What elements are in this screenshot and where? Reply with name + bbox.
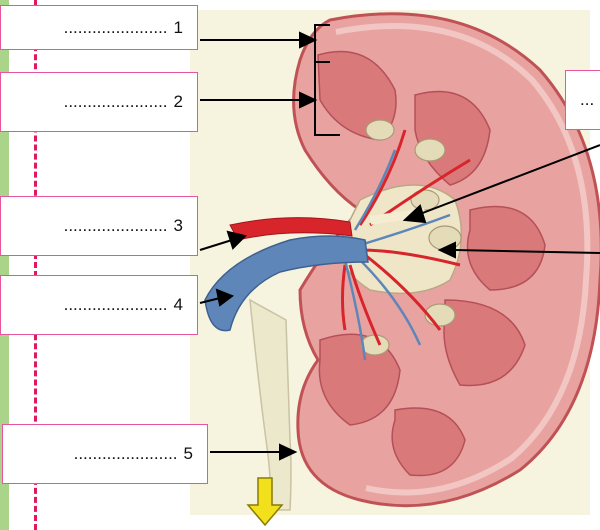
- label-number: 2: [174, 92, 183, 112]
- blank-line: ......................: [64, 92, 168, 112]
- blank-line: ......................: [64, 18, 168, 38]
- blank-line: ......................: [74, 444, 178, 464]
- calyx: [366, 120, 394, 140]
- label-box-4[interactable]: ...................... 4: [0, 275, 198, 335]
- calyx: [429, 226, 461, 250]
- label-box-5[interactable]: ...................... 5: [2, 424, 208, 484]
- label-box-2[interactable]: ...................... 2: [0, 72, 198, 132]
- label-box-3[interactable]: ...................... 3: [0, 196, 198, 256]
- label-number: 1: [174, 18, 183, 38]
- blank-line: ...: [580, 90, 594, 110]
- blank-line: ......................: [64, 295, 168, 315]
- label-number: 5: [184, 444, 193, 464]
- blank-line: ......................: [64, 216, 168, 236]
- calyx: [361, 335, 389, 355]
- label-number: 3: [174, 216, 183, 236]
- label-box-right[interactable]: ...: [565, 70, 600, 130]
- label-number: 4: [174, 295, 183, 315]
- label-box-1[interactable]: ...................... 1: [0, 5, 198, 50]
- calyx: [415, 139, 445, 161]
